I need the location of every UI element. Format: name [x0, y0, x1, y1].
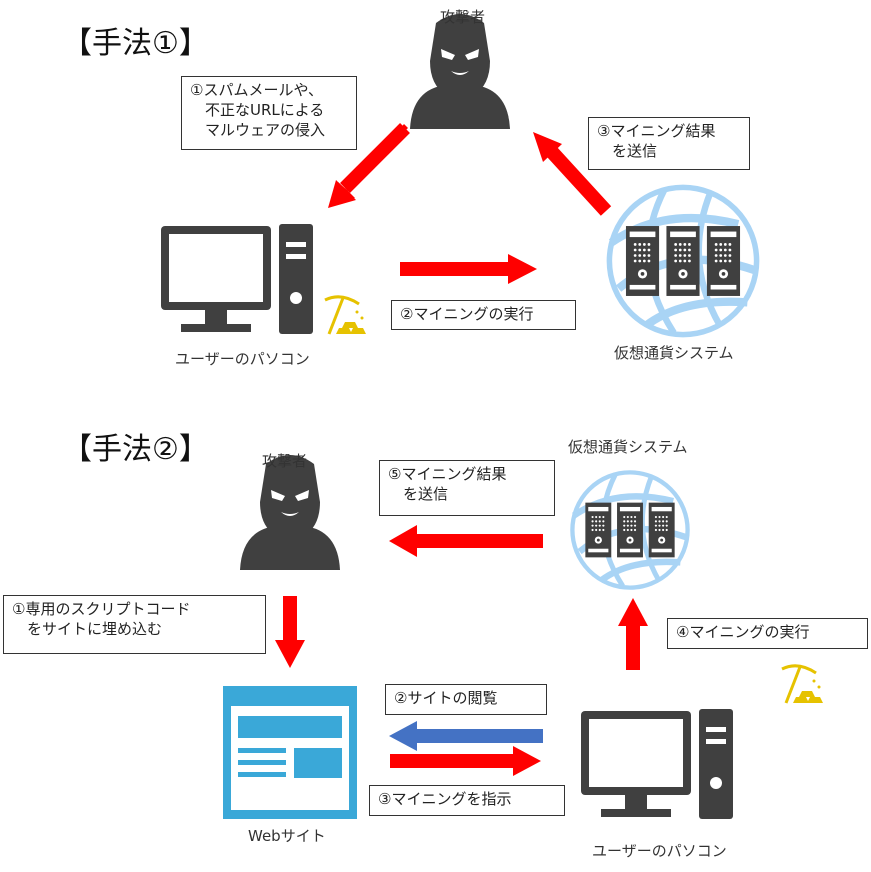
method2-step4-text: ④マイニングの実行	[676, 623, 810, 641]
method1-step3-line1: ③マイニング結果	[597, 122, 716, 140]
pickaxe-gold-icon-2	[780, 664, 825, 705]
method2-heading: 【手法②】	[62, 432, 209, 467]
arrow-pc-to-crypto2-head	[618, 598, 648, 626]
method2-step3-box: ③マイニングを指示	[369, 785, 565, 816]
method2-step2-box: ②サイトの閲覧	[385, 684, 547, 715]
arrow-crypto-to-attacker-head	[533, 132, 562, 162]
arrow-attacker-to-pc-head	[328, 180, 356, 208]
method2-web-label: Webサイト	[248, 827, 326, 845]
method2-step4-box: ④マイニングの実行	[667, 618, 868, 649]
pickaxe-gold-icon	[323, 295, 368, 336]
attacker-icon	[410, 14, 510, 129]
method2-step1-line1: ①専用のスクリプトコード	[12, 600, 191, 618]
method2-step1-line2: をサイトに埋め込む	[12, 620, 163, 638]
method2-step1-box: ①専用のスクリプトコード をサイトに埋め込む	[3, 595, 266, 654]
arrow-attacker-to-web-shaft	[283, 596, 297, 642]
server-globe-icon-2	[572, 472, 687, 587]
method1-step2-box: ②マイニングの実行	[391, 300, 576, 330]
arrow-crypto-to-attacker2-shaft	[415, 534, 543, 548]
arrow-pc-to-crypto-shaft	[400, 262, 510, 276]
web-page-icon	[223, 686, 357, 819]
desktop-computer-icon	[161, 224, 313, 334]
method2-attacker-label: 攻撃者	[262, 452, 308, 470]
arrow-pc-to-crypto2-shaft	[626, 624, 640, 670]
method1-step3-line2: を送信	[597, 142, 658, 160]
method2-user-pc-label: ユーザーのパソコン	[592, 842, 727, 860]
arrow-pc-to-web-shaft	[415, 729, 543, 743]
method1-heading: 【手法①】	[62, 26, 209, 61]
method1-step1-box: ①スパムメールや、 不正なURLによる マルウェアの侵入	[181, 76, 357, 150]
arrow-web-to-pc-shaft	[390, 754, 515, 768]
method1-step1-line1: ①スパムメールや、	[190, 81, 323, 99]
method2-step5-box: ⑤マイニング結果 を送信	[379, 460, 555, 516]
arrow-web-to-pc-head	[513, 746, 541, 776]
desktop-computer-icon-2	[581, 709, 733, 819]
method1-step1-line3: マルウェアの侵入	[190, 121, 326, 139]
arrow-crypto-to-attacker-shaft	[546, 147, 612, 216]
method1-step1-line2: 不正なURLによる	[190, 101, 325, 119]
method2-step5-line2: を送信	[388, 485, 449, 503]
arrow-crypto-to-attacker2-head	[389, 525, 417, 557]
method1-crypto-label: 仮想通貨システム	[614, 344, 734, 362]
method1-step2-text: ②マイニングの実行	[400, 305, 534, 323]
arrow-pc-to-web-head	[389, 721, 417, 751]
method2-crypto-label: 仮想通貨システム	[568, 438, 688, 456]
arrow-pc-to-crypto-head	[508, 254, 537, 284]
arrow-attacker-to-pc-shaft	[340, 123, 410, 193]
method2-step2-text: ②サイトの閲覧	[394, 689, 498, 707]
method2-step3-text: ③マイニングを指示	[378, 790, 512, 808]
arrow-attacker-to-web-head	[275, 640, 305, 668]
attacker-icon-2	[240, 455, 340, 570]
method2-step5-line1: ⑤マイニング結果	[388, 465, 507, 483]
method1-user-pc-label: ユーザーのパソコン	[175, 350, 310, 368]
method1-step3-box: ③マイニング結果 を送信	[588, 117, 750, 170]
server-globe-icon	[609, 187, 756, 334]
method1-attacker-label: 攻撃者	[440, 8, 486, 26]
